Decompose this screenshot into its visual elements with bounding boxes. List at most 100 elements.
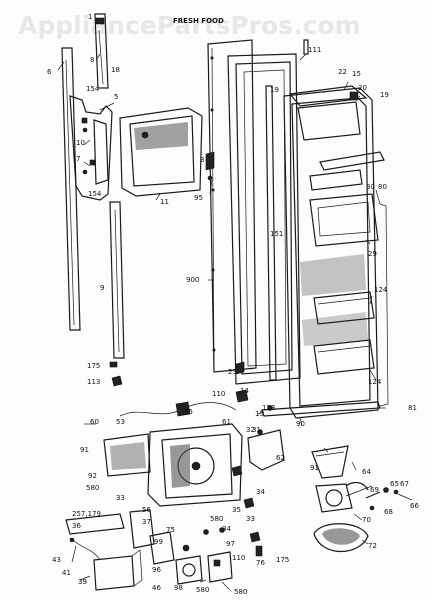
callout-60: 62 (276, 454, 285, 462)
bracket-assembly (65, 513, 125, 561)
callout-53: 56 (142, 506, 151, 514)
door-bin-upper (309, 193, 379, 247)
callout-900: 900 (186, 276, 199, 284)
callout-90: 91 (80, 446, 89, 454)
door-liner-frame (227, 53, 301, 385)
callout-11: 11 (160, 198, 169, 206)
callout-580a: 580 (86, 484, 99, 492)
callout-69: 72 (368, 542, 377, 550)
door-gasket-left (61, 47, 81, 331)
callout-98: 99 (154, 538, 163, 546)
callout-32: 32 (246, 426, 255, 434)
callout-20: 23 (228, 368, 237, 376)
callout-29: 22 (338, 68, 347, 76)
door-gasket-strip-right (379, 203, 389, 407)
callout-33: 33 (246, 515, 255, 523)
handle-trim-top (94, 13, 109, 89)
door-stop-small-parts (109, 361, 123, 387)
callout-92: 95 (194, 194, 203, 202)
callout-30: 31 (252, 426, 261, 434)
callout-19: 20 (358, 84, 367, 92)
callout-18a: 18 (111, 66, 120, 74)
callout-75: 80 (378, 183, 387, 191)
callout-175a: 175 (87, 362, 100, 370)
callout-43: 46 (152, 584, 161, 592)
callout-580b: 580 (210, 515, 223, 523)
callout-37: 37 (142, 518, 151, 526)
callout-34b: 34 (222, 525, 231, 533)
solenoid-block (93, 549, 143, 591)
callout-80: 90 (296, 420, 305, 428)
watermark-text: AppliancePartsPros.com (18, 11, 361, 40)
callout-580d: 580 (234, 588, 247, 596)
wiring-harness (119, 401, 237, 417)
callout-91: 92 (88, 472, 97, 480)
callout-65: 67 (400, 480, 409, 488)
door-outer-panel (207, 39, 257, 373)
callout-113: 113 (87, 378, 100, 386)
callout-15a: 15 (352, 70, 361, 78)
callout-175b: 175 (276, 556, 289, 564)
small-fasteners-lower (203, 527, 263, 557)
callout-5: 5 (114, 93, 118, 101)
callout-8: 8 (90, 56, 94, 64)
callout-22: 29 (368, 250, 377, 258)
chute-motor-assembly (315, 483, 373, 513)
callout-labels: 6 1 8 18 154 5 10 7 154 9 175 113 11 3 9… (47, 13, 419, 596)
callout-111: 111 (308, 46, 321, 54)
callout-42: 43 (52, 556, 61, 564)
callout-10: 10 (76, 139, 85, 147)
callout-68: 70 (362, 516, 371, 524)
callout-55: 60 (90, 418, 99, 426)
callout-580c: 580 (196, 586, 209, 594)
callout-56: 61 (222, 418, 231, 426)
callout-64: 66 (410, 502, 419, 510)
callout-124b: 124 (368, 378, 382, 386)
handle-assembly (69, 95, 113, 201)
callout-97: 98 (174, 584, 183, 592)
callout-9: 9 (100, 284, 104, 292)
callout-15b: 15 (255, 410, 264, 418)
callout-151: 151 (270, 230, 283, 238)
callout-1: 1 (88, 13, 92, 21)
callout-23: 30 (366, 183, 375, 191)
callout-81: 91 (310, 464, 319, 472)
dispenser-housing (147, 423, 243, 507)
callout-178: 178 (262, 404, 275, 412)
callout-36: 36 (72, 522, 81, 530)
hinge-parts-bottom (235, 361, 273, 411)
callout-99: 110 (232, 554, 245, 562)
door-shelf-lower (313, 339, 375, 375)
callout-95: 96 (152, 566, 161, 574)
dairy-compartment (288, 85, 368, 141)
callout-63: 65 (390, 480, 399, 488)
ice-cup-bowl (313, 523, 369, 553)
callout-76: 81 (408, 404, 417, 412)
callout-66: 68 (384, 508, 393, 516)
callout-41: 41 (62, 569, 71, 577)
callout-96: 97 (226, 540, 235, 548)
ice-chute-funnel (311, 445, 349, 479)
callout-70: 75 (166, 526, 175, 534)
hinge-bracket (205, 151, 215, 181)
door-rail-bar (309, 151, 385, 191)
dispenser-plate-left (103, 433, 151, 477)
callout-67: 69 (370, 486, 379, 494)
dispenser-motor (175, 551, 233, 585)
callout-31: 33 (116, 494, 125, 502)
leader-lines (57, 53, 413, 591)
magnetic-gasket (265, 85, 277, 381)
callout-47: 55 (184, 408, 193, 416)
callout-154a: 154 (86, 85, 100, 93)
callout-3: 3 (200, 156, 204, 164)
dispenser-cover-panel (119, 107, 203, 197)
callout-154b: 154 (88, 190, 102, 198)
callout-34a: 34 (256, 488, 265, 496)
callout-110: 110 (212, 390, 225, 398)
door-liner-hatched (300, 254, 368, 346)
callout-18: 19 (380, 91, 389, 99)
door-shelf-middle (313, 291, 375, 325)
callout-18b: 19 (270, 86, 279, 94)
